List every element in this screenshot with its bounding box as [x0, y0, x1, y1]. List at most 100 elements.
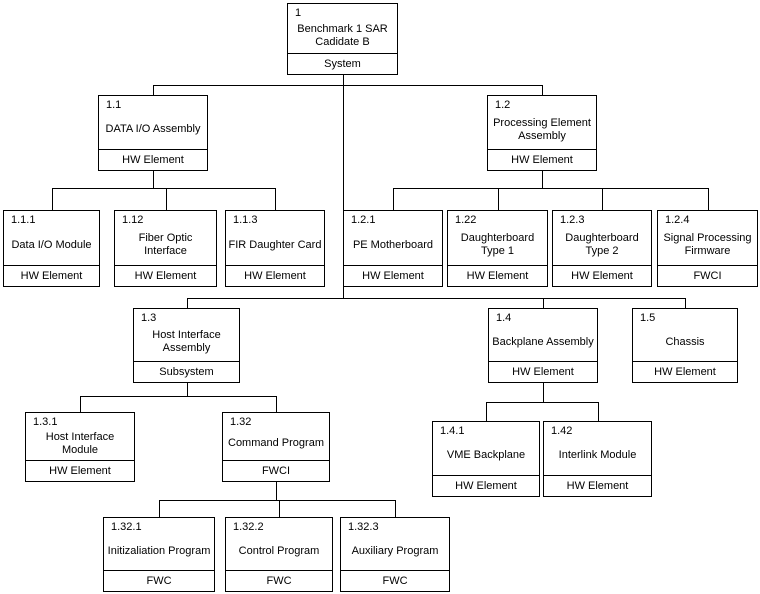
diagram-node-1.3: 1.3 Host Interface Assembly Subsystem: [133, 308, 240, 383]
connector-line-vertical: [542, 85, 543, 95]
connector-line-vertical: [543, 298, 544, 308]
node-category: HW Element: [115, 265, 216, 286]
node-category: Subsystem: [134, 361, 239, 382]
node-number: 1.12: [122, 214, 144, 226]
connector-line-vertical: [276, 482, 277, 500]
connector-line-vertical: [159, 500, 160, 517]
diagram-node-1.2.4: 1.2.4 Signal Processing Firmware FWCI: [657, 210, 758, 287]
node-title: FIR Daughter Card: [228, 238, 322, 251]
diagram-node-1.1.1: 1.1.1 Data I/O Module HW Element: [3, 210, 100, 287]
connector-line-horizontal: [393, 188, 709, 189]
node-title: Control Program: [238, 544, 320, 557]
node-category: FWCI: [223, 460, 329, 481]
node-category: HW Element: [544, 475, 651, 496]
node-number: 1.32: [230, 416, 252, 428]
node-number: 1.2: [495, 99, 511, 111]
connector-line-vertical: [393, 188, 394, 210]
connector-line-vertical: [395, 500, 396, 517]
connector-line-vertical: [153, 171, 154, 188]
diagram-node-1.2.3: 1.2.3 Daughterboard Type 2 HW Element: [552, 210, 652, 287]
node-number: 1.42: [551, 425, 573, 437]
node-title: Host Interface Assembly: [152, 329, 221, 354]
node-category: HW Element: [344, 265, 442, 286]
diagram-node-1.22: 1.22 Daughterboard Type 1 HW Element: [447, 210, 548, 287]
diagram-node-1.42: 1.42 Interlink Module HW Element: [543, 421, 652, 497]
node-number: 1.1.1: [11, 214, 36, 226]
node-title: Auxiliary Program: [351, 544, 439, 557]
node-category: HW Element: [489, 361, 597, 382]
node-category: FWC: [104, 570, 214, 591]
node-title: VME Backplane: [446, 449, 526, 461]
connector-line-vertical: [602, 188, 603, 210]
diagram-node-1.32.2: 1.32.2 Control Program FWC: [225, 517, 333, 592]
node-category: HW Element: [26, 460, 134, 481]
diagram-node-1.3.1: 1.3.1 Host Interface Module HW Element: [25, 412, 135, 482]
node-number: 1.22: [455, 214, 477, 226]
node-title: Daughterboard Type 1: [460, 232, 535, 257]
diagram-node-1.2: 1.2 Processing Element Assembly HW Eleme…: [487, 95, 597, 171]
connector-line-vertical: [187, 383, 188, 396]
node-category: HW Element: [448, 265, 547, 286]
node-title: Chassis: [665, 335, 705, 348]
node-category: HW Element: [99, 149, 207, 170]
diagram-node-1.1.3: 1.1.3 FIR Daughter Card HW Element: [225, 210, 325, 287]
node-title: Host Interface Module: [45, 430, 115, 456]
node-number: 1.32.3: [348, 521, 379, 533]
diagram-node-1.12: 1.12 Fiber Optic Interface HW Element: [114, 210, 217, 287]
diagram-node-1.32.3: 1.32.3 Auxiliary Program FWC: [340, 517, 450, 592]
node-number: 1.1: [106, 99, 122, 111]
connector-line-vertical: [542, 171, 543, 188]
connector-line-vertical: [708, 188, 709, 210]
node-number: 1.3.1: [33, 416, 58, 428]
connector-line-horizontal: [187, 298, 686, 299]
node-category: HW Element: [488, 149, 596, 170]
connector-line-vertical: [543, 383, 544, 402]
node-number: 1.32.2: [233, 521, 264, 533]
connector-line-vertical: [685, 298, 686, 308]
connector-line-vertical: [80, 396, 81, 412]
node-category: HW Element: [226, 265, 324, 286]
node-number: 1: [295, 7, 302, 19]
connector-line-vertical: [52, 188, 53, 210]
diagram-node-1: 1 Benchmark 1 SAR Cadidate B System: [287, 3, 398, 75]
node-number: 1.2.4: [665, 214, 690, 226]
connector-line-vertical: [153, 85, 154, 95]
connector-line-horizontal: [153, 85, 543, 86]
connector-line-vertical: [498, 188, 499, 210]
connector-line-vertical: [166, 188, 167, 210]
node-title: PE Motherboard: [352, 238, 434, 251]
diagram-node-1.5: 1.5 Chassis HW Element: [632, 308, 738, 383]
node-title: Backplane Assembly: [492, 335, 594, 348]
node-title: Signal Processing Firmware: [663, 232, 752, 257]
diagram-node-1.2.1: 1.2.1 PE Motherboard HW Element: [343, 210, 443, 287]
connector-line-horizontal: [486, 402, 599, 403]
node-number: 1.2.3: [560, 214, 585, 226]
node-number: 1.2.1: [351, 214, 376, 226]
diagram-node-1.4: 1.4 Backplane Assembly HW Element: [488, 308, 598, 383]
connector-line-vertical: [598, 402, 599, 421]
connector-line-vertical: [279, 500, 280, 517]
node-category: System: [288, 53, 397, 74]
connector-line-vertical: [486, 402, 487, 421]
node-category: HW Element: [633, 361, 737, 382]
node-title: Fiber Optic Interface: [138, 232, 193, 257]
node-title: Initizaliation Program: [107, 544, 211, 557]
diagram-node-1.1: 1.1 DATA I/O Assembly HW Element: [98, 95, 208, 171]
node-number: 1.5: [640, 312, 656, 324]
node-title: Command Program: [228, 437, 324, 449]
node-number: 1.4: [496, 312, 512, 324]
node-title: Data I/O Module: [11, 238, 92, 251]
node-category: HW Element: [553, 265, 651, 286]
node-title: Processing Element Assembly: [493, 116, 591, 142]
connector-line-vertical: [276, 396, 277, 412]
node-category: HW Element: [433, 475, 539, 496]
node-title: DATA I/O Assembly: [105, 123, 201, 135]
connector-line-horizontal: [52, 188, 276, 189]
diagram-node-1.32: 1.32 Command Program FWCI: [222, 412, 330, 482]
connector-line-horizontal: [159, 500, 396, 501]
node-number: 1.32.1: [111, 521, 142, 533]
node-title: Interlink Module: [558, 449, 637, 461]
connector-line-vertical: [275, 188, 276, 210]
node-category: FWC: [341, 570, 449, 591]
